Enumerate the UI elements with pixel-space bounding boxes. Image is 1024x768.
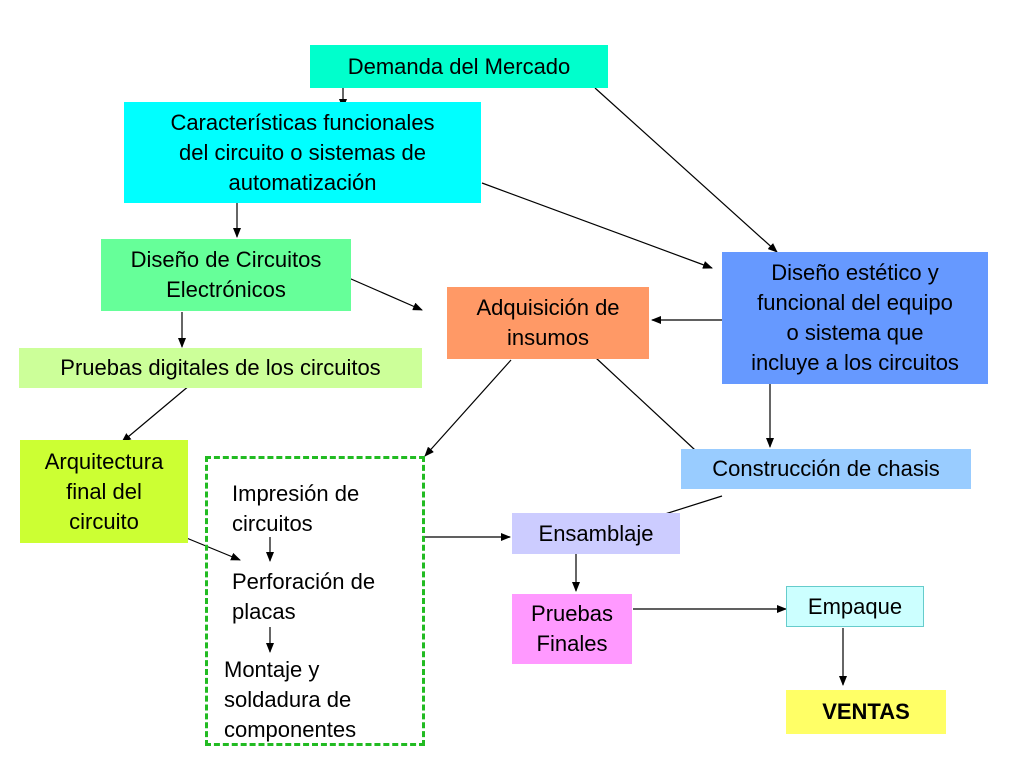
node-adquisicion-insumos: Adquisición de insumos (447, 287, 649, 359)
arrow-demanda-diseno-estetico (594, 87, 778, 253)
node-ensamblaje: Ensamblaje (512, 513, 680, 554)
node-pruebas-finales: Pruebas Finales (512, 594, 632, 664)
step-montaje-soldadura: Montaje y soldadura de componentes (224, 657, 357, 742)
node-construccion-chasis: Construcción de chasis (681, 449, 971, 489)
step-perforacion-placas: Perforación de placas (232, 569, 376, 624)
node-ventas: VENTAS (786, 690, 946, 734)
node-caracteristicas-funcionales: Características funcionales del circuito… (124, 102, 481, 203)
arrow-adquisicion-chasis (595, 357, 710, 464)
node-arquitectura-final: Arquitectura final del circuito (20, 440, 188, 543)
arrow-caracteristicas-diseno-estetico (481, 182, 713, 269)
step-impresion-circuitos: Impresión de circuitos (232, 481, 360, 536)
node-diseno-circuitos: Diseño de Circuitos Electrónicos (101, 239, 351, 311)
node-pruebas-digitales: Pruebas digitales de los circuitos (19, 348, 422, 388)
pcb-process-group (205, 456, 425, 746)
node-empaque: Empaque (786, 586, 924, 627)
node-demanda-del-mercado: Demanda del Mercado (310, 45, 608, 88)
node-diseno-estetico: Diseño estético y funcional del equipo o… (722, 252, 988, 384)
arrow-adquisicion-proceso (424, 359, 512, 457)
arrow-pruebas-arquitectura (121, 384, 191, 443)
